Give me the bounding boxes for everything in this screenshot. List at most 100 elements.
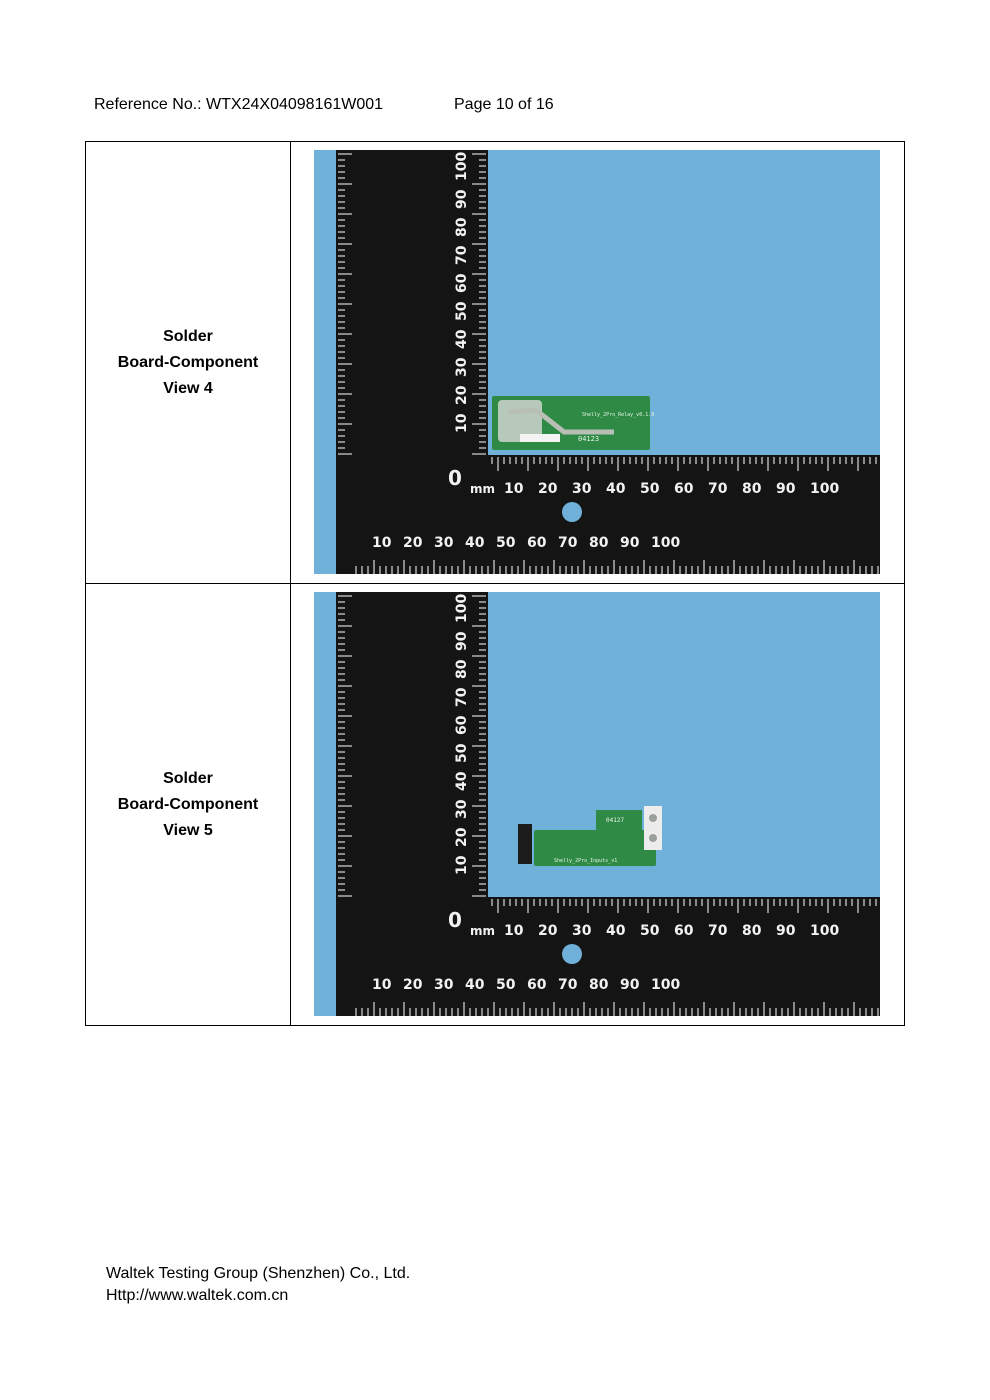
ruler-number: 70	[454, 687, 470, 707]
ruler-number: 20	[403, 535, 423, 551]
ruler-unit: mm	[470, 482, 495, 496]
ruler-number: 50	[640, 481, 660, 497]
ruler-number: 20	[454, 827, 470, 847]
ruler-number: 10	[372, 535, 392, 551]
ruler-number: 80	[589, 977, 609, 993]
ruler-number: 70	[454, 245, 470, 265]
ruler-zero: 0	[448, 908, 462, 932]
page-footer: Waltek Testing Group (Shenzhen) Co., Ltd…	[106, 1263, 410, 1307]
ruler-number: 40	[454, 329, 470, 349]
photo-label-line: View 4	[163, 379, 213, 397]
ruler-horizontal-arm	[336, 897, 880, 1016]
pcb-board-tab	[596, 810, 642, 832]
ruler-number: 100	[651, 977, 680, 993]
ruler-number: 70	[558, 977, 578, 993]
ruler-number: 30	[572, 481, 592, 497]
ruler-number: 100	[454, 594, 470, 623]
ruler-number: 30	[434, 977, 454, 993]
terminal-screw	[649, 834, 657, 842]
ruler-number: 70	[708, 923, 728, 939]
ruler-number: 30	[434, 535, 454, 551]
ruler-number: 10	[372, 977, 392, 993]
ruler-number: 90	[454, 631, 470, 651]
ruler-number: 90	[620, 977, 640, 993]
ruler-number: 90	[454, 189, 470, 209]
photo-label-cell: Solder Board-Component View 4	[85, 141, 291, 584]
photo-label-line: Board-Component	[117, 795, 259, 813]
pcb-trace	[507, 407, 614, 435]
ruler-number: 80	[454, 217, 470, 237]
company-name: Waltek Testing Group (Shenzhen) Co., Ltd…	[106, 1265, 411, 1282]
ruler-number: 20	[454, 385, 470, 405]
ruler-number: 40	[606, 481, 626, 497]
photo-label-line: Board-Component	[117, 353, 259, 371]
ruler-number: 50	[454, 301, 470, 321]
terminal-connector	[644, 806, 662, 850]
ruler-number: 60	[674, 481, 694, 497]
table-row: Solder Board-Component View 5 10 20 30 40 50…	[85, 583, 905, 1026]
ruler-number: 40	[465, 977, 485, 993]
reference-number: Reference No.: WTX24X04098161W001	[94, 96, 384, 113]
ruler-number: 60	[527, 535, 547, 551]
pcb-silkscreen-text: Shelly_2Pro_Inputs_v1	[554, 858, 617, 864]
ruler-number: 70	[558, 535, 578, 551]
photo-label-line: Solder	[163, 769, 213, 787]
ruler-number: 10	[454, 855, 470, 875]
ruler-hole	[562, 502, 582, 522]
ruler-number: 90	[776, 923, 796, 939]
terminal-screw	[649, 814, 657, 822]
photo-label-line: Solder	[163, 327, 213, 345]
ruler-number: 30	[454, 357, 470, 377]
ruler-number: 100	[810, 923, 839, 939]
ruler-number: 10	[504, 481, 524, 497]
ruler-number: 10	[504, 923, 524, 939]
ruler-number: 30	[572, 923, 592, 939]
page-number: Page 10 of 16	[454, 96, 554, 113]
ruler-number: 70	[708, 481, 728, 497]
ruler-number: 50	[496, 535, 516, 551]
ruler-number: 90	[776, 481, 796, 497]
ruler-number: 100	[810, 481, 839, 497]
ruler-number: 90	[620, 535, 640, 551]
ruler-number: 100	[651, 535, 680, 551]
pcb-code: 04123	[578, 435, 599, 443]
pcb-silkscreen-text: Shelly_2Pro_Relay_v0.1.0	[582, 412, 654, 418]
photo-label-cell: Solder Board-Component View 5	[85, 583, 291, 1026]
photo-table: Solder Board-Component View 4 10 20 30 40 50…	[85, 141, 905, 1026]
pcb-board	[534, 830, 656, 866]
ruler-number: 50	[496, 977, 516, 993]
ruler-number: 60	[674, 923, 694, 939]
ruler-number: 60	[527, 977, 547, 993]
ruler-number: 30	[454, 799, 470, 819]
ruler-number: 20	[538, 923, 558, 939]
ruler-number: 40	[606, 923, 626, 939]
ruler-number: 80	[589, 535, 609, 551]
ruler-number: 50	[640, 923, 660, 939]
table-row: Solder Board-Component View 4 10 20 30 40 50…	[85, 141, 905, 584]
photo-label-line: View 5	[163, 821, 213, 839]
ruler-horizontal-arm	[336, 455, 880, 574]
ruler-number: 80	[742, 481, 762, 497]
ruler-ticks	[338, 595, 879, 1016]
page-header: Reference No.: WTX24X04098161W001 Page 1…	[94, 96, 554, 114]
ruler-number: 40	[454, 771, 470, 791]
ruler-number: 80	[742, 923, 762, 939]
ruler-number: 50	[454, 743, 470, 763]
pcb-label-sticker	[520, 434, 560, 442]
ruler-number: 10	[454, 413, 470, 433]
pin-header	[518, 824, 532, 864]
ruler-zero: 0	[448, 466, 462, 490]
ruler-number: 20	[403, 977, 423, 993]
ruler-number: 60	[454, 715, 470, 735]
company-url: Http://www.waltek.com.cn	[106, 1287, 289, 1304]
ruler-hole	[562, 944, 582, 964]
ruler-number: 80	[454, 659, 470, 679]
ruler-number: 100	[454, 152, 470, 181]
ruler-unit: mm	[470, 924, 495, 938]
ruler-ticks	[338, 153, 879, 574]
pcb-code: 04127	[606, 817, 624, 824]
